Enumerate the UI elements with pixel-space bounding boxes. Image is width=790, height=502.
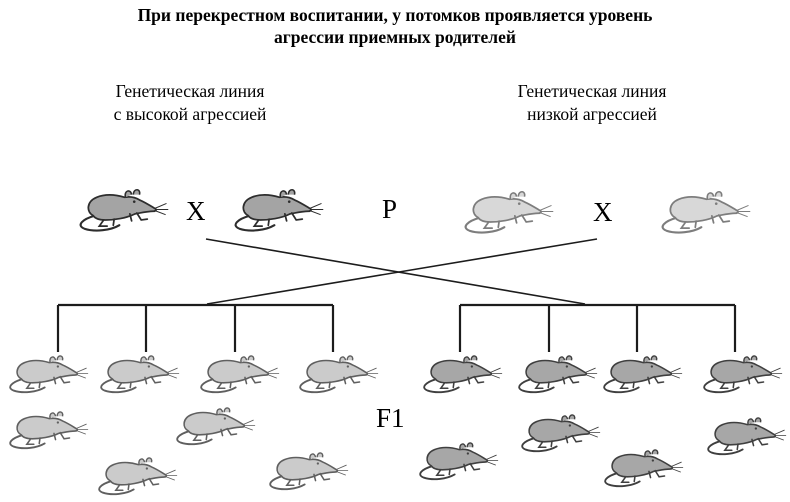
mouse-icon-f1-left-4: [300, 355, 379, 393]
left-offspring-bracket: [56, 303, 335, 352]
diagram-title: При перекрестном воспитании, у потомков …: [0, 4, 790, 48]
cross-symbol-right: X: [593, 197, 613, 227]
mouse-icon-f1-left-1: [10, 355, 89, 393]
mouse-icon-f1-bottom-left-1: [10, 411, 89, 449]
right-column-label-line-2: низкой агрессией: [527, 104, 657, 124]
mouse-icon-f1-bottom-left-4: [270, 452, 349, 490]
mouse-icon-f1-right-2: [519, 355, 598, 393]
mouse-icon-parent-high-2: [235, 189, 324, 231]
f1-generation-label: F1: [376, 403, 405, 433]
right-offspring-bracket: [458, 303, 737, 352]
title-line-1: При перекрестном воспитании, у потомков …: [137, 5, 653, 25]
parental-generation-label: P: [382, 194, 398, 224]
cross-line-left-to-right: [205, 238, 586, 305]
right-column-label: Генетическая линия низкой агрессией: [442, 80, 742, 126]
right-column-label-line-1: Генетическая линия: [517, 81, 667, 101]
left-column-label-line-1: Генетическая линия: [115, 81, 265, 101]
mouse-icon-f1-bottom-right-4: [708, 417, 787, 455]
mouse-icon-f1-left-3: [201, 355, 280, 393]
mouse-icon-f1-bottom-right-3: [605, 449, 684, 487]
mouse-icon-f1-right-4: [704, 355, 783, 393]
cross-symbol-left: X: [186, 196, 206, 226]
mouse-icon-parent-low-2: [662, 191, 751, 233]
mouse-icon-f1-right-1: [424, 355, 503, 393]
left-column-label: Генетическая линия с высокой агрессией: [40, 80, 340, 126]
cross-line-right-to-left: [206, 238, 598, 305]
mouse-icon-f1-bottom-left-2: [99, 457, 178, 495]
mouse-icon-f1-right-3: [604, 355, 683, 393]
left-column-label-line-2: с высокой агрессией: [113, 104, 267, 124]
mouse-icon-parent-high-1: [80, 189, 169, 231]
mouse-icon-f1-bottom-right-1: [420, 442, 499, 480]
title-line-2: агрессии приемных родителей: [274, 27, 516, 47]
mouse-icon-f1-bottom-right-2: [522, 414, 601, 452]
mouse-icon-f1-bottom-left-3: [177, 407, 256, 445]
mouse-icon-parent-low-1: [465, 191, 554, 233]
mouse-icon-f1-left-2: [101, 355, 180, 393]
